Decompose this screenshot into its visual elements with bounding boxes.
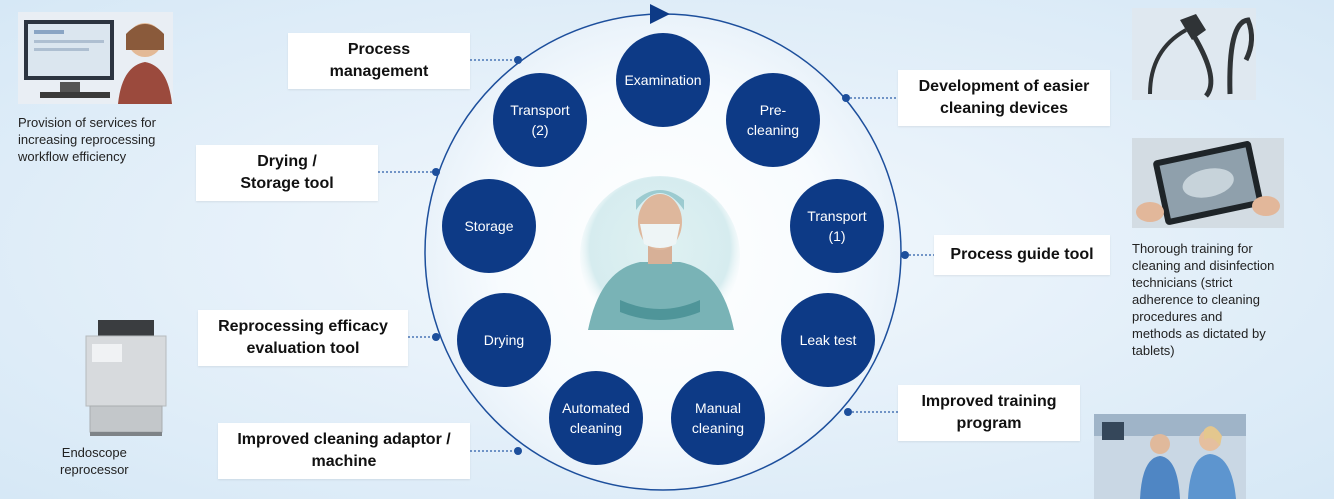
caption-training-tablets: Thorough training for cleaning and disin… <box>1132 241 1275 358</box>
connector-dots <box>432 56 909 455</box>
cycle-arrow-icon <box>650 4 670 24</box>
step-node-examination <box>616 33 710 127</box>
step-node-leak-test <box>781 293 875 387</box>
caption-workflow-services: Provision of services for increasing rep… <box>18 115 156 164</box>
step-node-drying <box>457 293 551 387</box>
training-photo <box>1094 414 1246 499</box>
tool-process-management: Process management <box>288 33 470 89</box>
connectors <box>378 59 934 452</box>
tool-training-program: Improved training program <box>898 385 1080 441</box>
step-node-pre-cleaning <box>726 73 820 167</box>
tablet-photo <box>1132 138 1284 228</box>
doctor-illustration <box>580 176 740 336</box>
step-node-automated-cleaning <box>549 371 643 465</box>
step-node-storage <box>442 179 536 273</box>
cycle-nodes <box>442 33 884 465</box>
reprocessor-photo <box>85 320 167 436</box>
step-node-manual-cleaning <box>671 371 765 465</box>
tool-cleaning-adaptor: Improved cleaning adaptor / machine <box>218 423 470 479</box>
workstation-photo <box>18 12 173 104</box>
tool-process-guide: Process guide tool <box>934 235 1110 275</box>
step-node-transport-2 <box>493 73 587 167</box>
step-node-transport-1 <box>790 179 884 273</box>
tool-drying-storage: Drying / Storage tool <box>196 145 378 201</box>
caption-reprocessor: Endoscope reprocessor <box>60 445 129 477</box>
tool-efficacy-evaluation: Reprocessing efficacy evaluation tool <box>198 310 408 366</box>
tool-easier-cleaning: Development of easier cleaning devices <box>898 70 1110 126</box>
endoscope-photo <box>1132 8 1256 100</box>
